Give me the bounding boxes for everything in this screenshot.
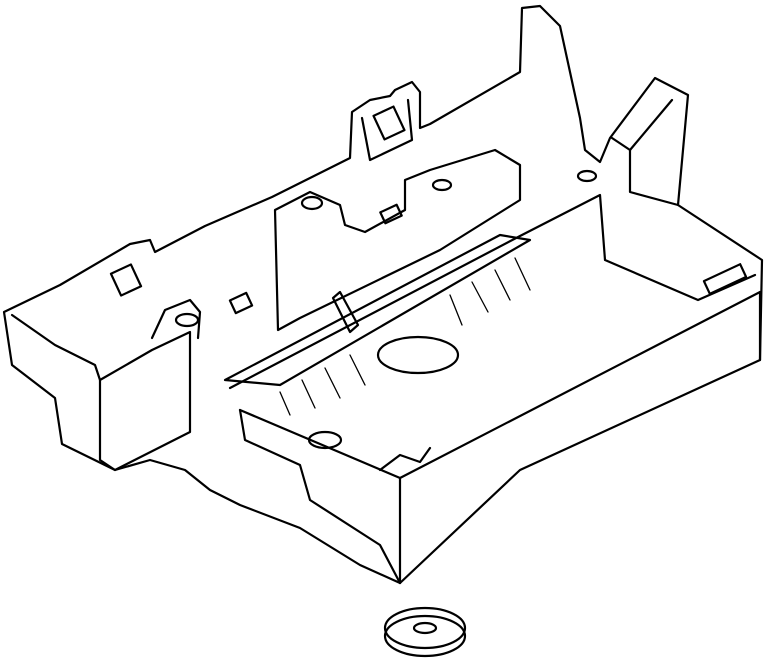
rail-rib-4 (349, 354, 366, 386)
washer-hole (412, 621, 438, 635)
left-tab-window (109, 263, 143, 297)
rail-rib-1 (279, 391, 291, 416)
mount-hole-2 (431, 178, 453, 192)
right-post-edge (628, 98, 674, 152)
mount-hole-3 (174, 312, 200, 328)
left-tab (150, 298, 202, 340)
rail-rib-8 (514, 257, 531, 291)
left-recess (307, 430, 343, 450)
rail-rib-5 (449, 294, 463, 326)
mount-hole-1 (300, 195, 324, 211)
center-recess (376, 335, 460, 375)
right-post (610, 136, 680, 207)
mount-hole-4 (576, 169, 598, 183)
left-wall-inner (10, 313, 102, 382)
tray-outer-outline (2, 4, 764, 585)
rail-rib-3 (324, 367, 341, 399)
divider-tab (331, 290, 360, 334)
washer-drawing (383, 606, 467, 658)
front-notch (378, 446, 432, 472)
rail-rib-7 (494, 269, 511, 301)
tray-left-wall (238, 408, 402, 585)
back-tab-window (372, 105, 406, 141)
rear-plateau (273, 148, 522, 332)
slot-2 (228, 291, 254, 315)
washer-rim (383, 606, 467, 650)
back-rail (223, 233, 532, 387)
rail-rib-2 (301, 379, 316, 409)
tray-inner-floor (228, 193, 757, 390)
slot-1 (379, 203, 403, 225)
rail-rib-6 (471, 281, 489, 313)
back-tab (360, 98, 414, 162)
left-corner-post (98, 330, 192, 472)
right-wall-window (702, 263, 748, 295)
battery-tray-drawing (2, 4, 764, 585)
